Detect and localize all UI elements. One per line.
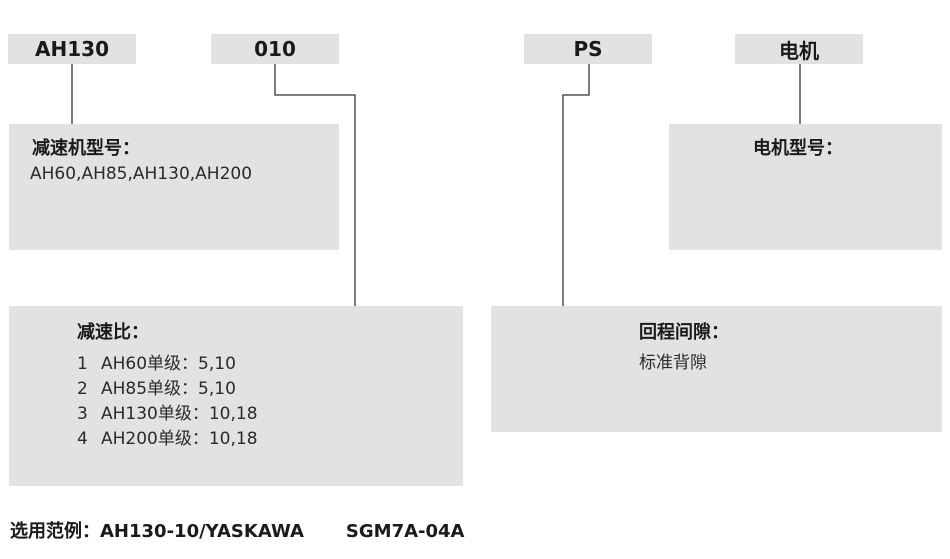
backlash-box: 回程间隙： 标准背隙 — [491, 306, 942, 432]
reducer-model-list: AH60,AH85,AH130,AH200 — [30, 164, 253, 184]
motor-model-box: 电机型号： — [669, 124, 942, 250]
backlash-title: 回程间隙： — [639, 322, 729, 343]
motor-model-title: 电机型号： — [753, 138, 843, 159]
selection-example: 选用范例：AH130-10/YASKAWA SGM7A-04A — [10, 517, 464, 543]
example-code: AH130-10/YASKAWA — [100, 521, 304, 542]
code-ratio: 010 — [211, 34, 339, 64]
code-reducer: AH130 — [8, 34, 136, 64]
reducer-model-box: 减速机型号： AH60,AH85,AH130,AH200 — [9, 124, 339, 250]
code-motor: 电机 — [735, 34, 863, 64]
code-backlash: PS — [524, 34, 652, 64]
ratio-connector — [274, 63, 356, 306]
ratio-title: 减速比： — [77, 322, 149, 343]
backlash-value: 标准背隙 — [639, 353, 707, 373]
backlash-connector — [562, 63, 590, 306]
reducer-model-title: 减速机型号： — [32, 138, 140, 159]
example-label: 选用范例： — [10, 521, 100, 542]
example-motor: SGM7A-04A — [345, 521, 465, 542]
